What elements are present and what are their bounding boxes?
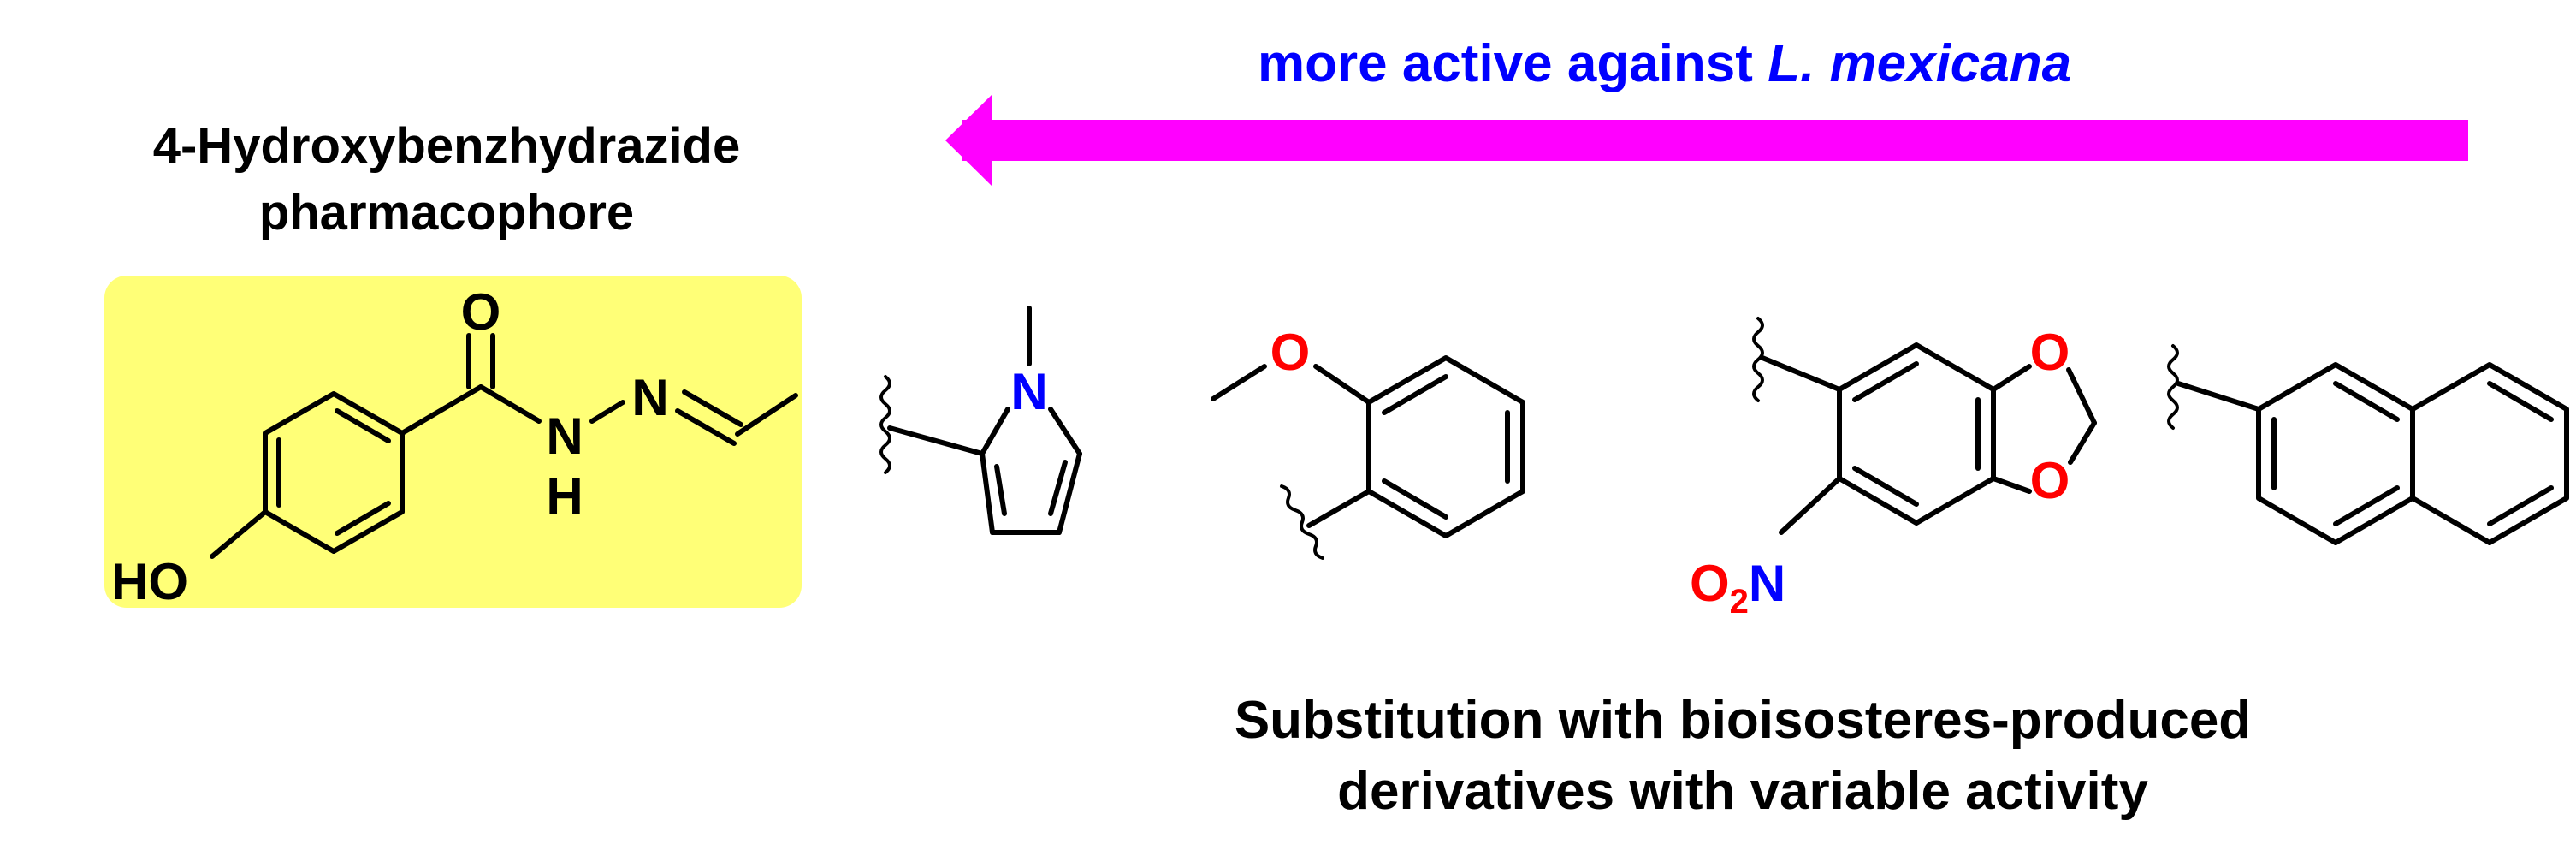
substituent-2-methoxyphenyl: O (1211, 324, 1525, 560)
naphthyl-inner-bond (2333, 485, 2400, 526)
caption-line1: Substitution with bioisosteres-produced (1235, 691, 2251, 750)
core-imine-double-bond (682, 389, 743, 427)
dioxole-atom-o-top: O (2030, 324, 2070, 381)
dioxole-ch2-bond (2066, 367, 2097, 425)
pyrrole-inner-bond (994, 464, 1007, 516)
core-ring-inner-bond (335, 501, 391, 536)
pharmacophore-title-line1: 4-Hydroxybenzhydrazide (153, 118, 741, 174)
caption-line2: derivatives with variable activity (1337, 762, 2148, 821)
dioxole-o-bond (1991, 476, 2032, 494)
core-aryl-carbonyl-bond (400, 384, 483, 436)
dioxole-atom-o-bottom: O (2030, 452, 2070, 509)
nitro-subscript: 2 (1730, 583, 1749, 621)
naphthyl-ring-right (2410, 362, 2569, 545)
core-atom-nh-h: H (546, 467, 583, 525)
benzodioxole-ring (1837, 342, 1996, 526)
methoxyphenyl-inner-bond (1382, 374, 1448, 415)
pyrrole-atom-n: N (1010, 363, 1047, 420)
methoxy-atom-o: O (1270, 324, 1311, 381)
attachment-wavy-bond (1752, 317, 1764, 402)
naphthyl-inner-bond (2487, 381, 2554, 422)
benzodioxole-attach-bond (1760, 355, 1842, 392)
benzodioxole-inner-bond (1852, 361, 1919, 402)
methoxyphenyl-o-bond (1313, 364, 1371, 405)
core-structure: HO O N H N (111, 283, 798, 610)
methoxyphenyl-attach-bond (1306, 489, 1371, 528)
pyrrole-inner-bond (1048, 460, 1068, 516)
core-atom-imine-n: N (631, 369, 668, 426)
attachment-wavy-bond (2167, 344, 2179, 430)
substituent-nitrobenzodioxole: O O O2N (1690, 317, 2097, 621)
nitro-atom-n: N (1749, 555, 1785, 612)
naphthyl-attach-bond (2176, 381, 2261, 412)
pyrrole-ring-bond (1048, 407, 1082, 456)
methoxyphenyl-ring (1366, 355, 1525, 538)
benzodioxole-inner-bond (1852, 466, 1919, 507)
naphthyl-inner-bond (2333, 381, 2400, 422)
nitro-group-label: O2N (1690, 555, 1785, 621)
attachment-wavy-bond (1280, 484, 1324, 560)
core-nn-bond (589, 400, 625, 424)
arrow-label: more active against L. mexicana (1258, 34, 2071, 93)
pyrrole-ring-bond (1057, 451, 1082, 535)
core-atom-ho: HO (111, 553, 188, 610)
arrow-label-prefix: more active against (1258, 34, 1768, 93)
core-atom-o: O (461, 283, 501, 341)
naphthyl-inner-bond (2487, 485, 2554, 526)
pyrrole-ring-bond (980, 451, 995, 535)
core-ho-bond (210, 509, 268, 559)
methoxy-methyl-bond (1211, 364, 1267, 401)
dioxole-o-bond (1991, 364, 2032, 392)
dioxole-ch2-bond (2068, 420, 2097, 465)
benzodioxole-nitro-bond (1779, 476, 1842, 535)
substituent-n-methylpyrrole: N (879, 306, 1082, 535)
core-ring-inner-bond (335, 408, 391, 443)
pyrrole-ring-bond (980, 407, 1010, 456)
nitro-atom-o: O (1690, 555, 1730, 612)
core-amide-bond (478, 384, 542, 424)
arrow-label-species: L. mexicana (1768, 34, 2071, 93)
pharmacophore-highlight (104, 276, 802, 608)
substituent-2-naphthyl (2167, 344, 2569, 545)
pharmacophore-title-line2: pharmacophore (259, 185, 634, 241)
core-methyl-bond (735, 393, 798, 437)
naphthyl-ring-left (2256, 362, 2415, 545)
arrow-head (945, 94, 992, 187)
core-atom-nh-n: N (546, 407, 583, 465)
arrow-shaft (962, 120, 2468, 161)
core-imine-double-bond (675, 408, 737, 446)
methoxyphenyl-inner-bond (1382, 478, 1448, 520)
activity-arrow (945, 94, 2468, 187)
pyrrole-attach-bond (887, 425, 985, 456)
attachment-wavy-bond (879, 375, 891, 474)
